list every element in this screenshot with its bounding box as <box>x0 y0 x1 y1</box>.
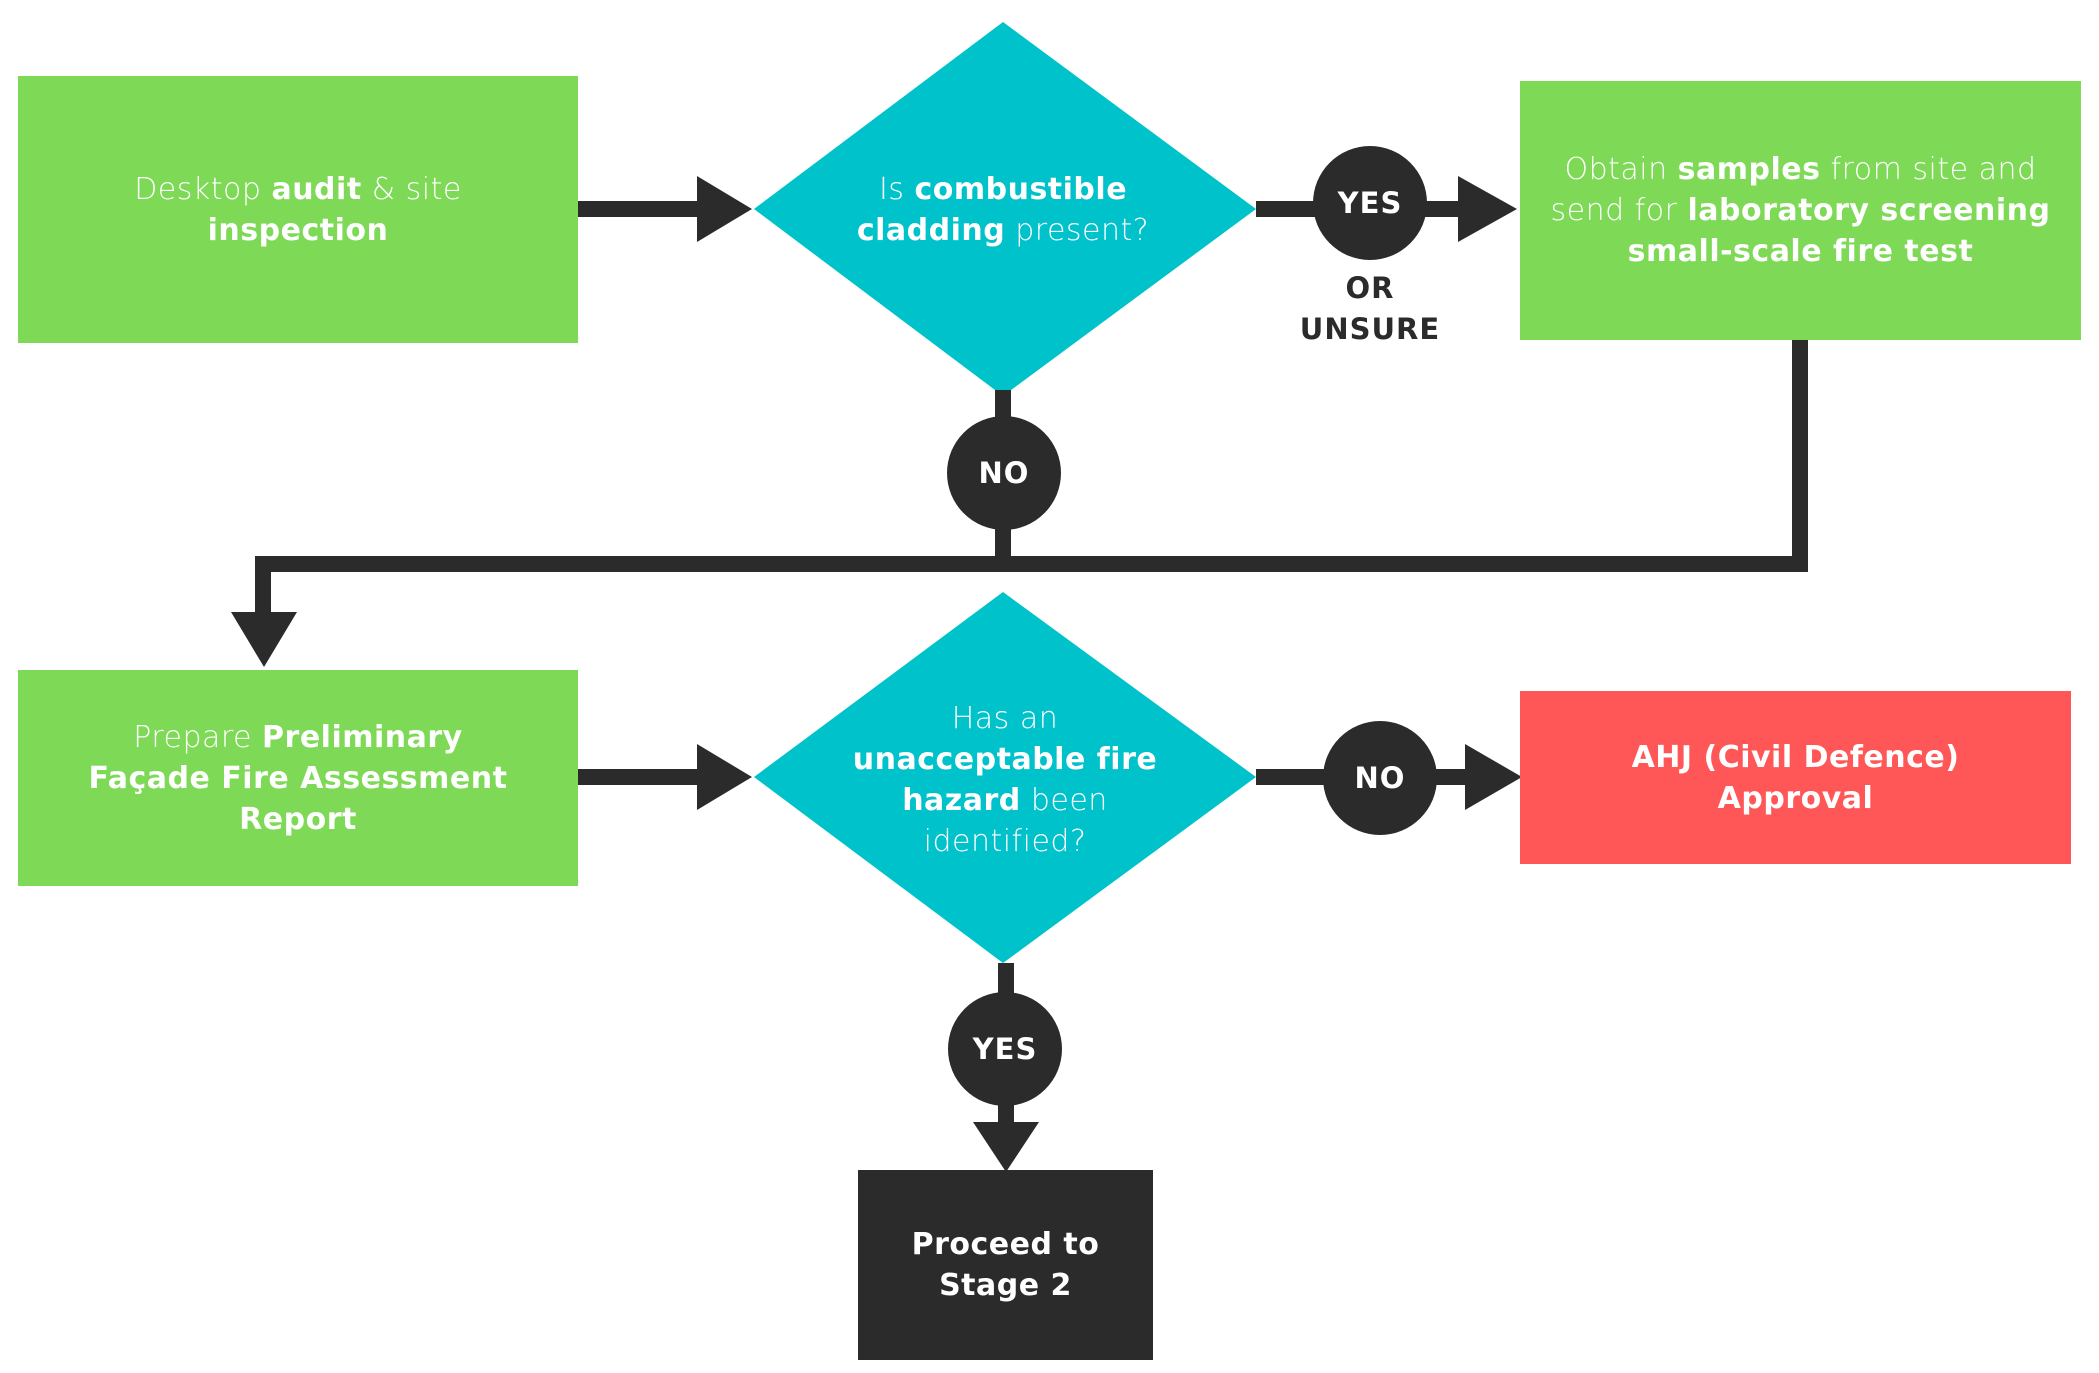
prepare-report-text-1: Prepare <box>133 719 263 755</box>
or-unsure-line-2: UNSURE <box>1299 312 1441 346</box>
hazard-question-text-1: Has an <box>951 701 1059 736</box>
hazard-question-text-2: unacceptable fire hazard <box>852 742 1158 818</box>
prepare-report-text-2: Preliminary Façade Fire Assessment Repor… <box>88 719 508 837</box>
cladding-decision-diamond <box>754 22 1256 396</box>
arrowhead-hazard-to-stage2 <box>973 1122 1039 1172</box>
yes-bottom-badge: YES <box>948 992 1062 1106</box>
prepare-report-text: Prepare Preliminary Façade Fire Assessme… <box>68 717 528 840</box>
desktop-audit-text-2: audit <box>271 171 362 207</box>
cladding-question-text-2: combustible cladding <box>856 172 1128 248</box>
ahj-approval-text: AHJ (Civil Defence) Approval <box>1631 739 1960 816</box>
proceed-stage2-text: Proceed to Stage 2 <box>911 1227 1100 1303</box>
arrowhead-report-to-hazard <box>697 744 752 810</box>
or-unsure-line-1: OR <box>1345 271 1395 305</box>
hazard-question-text: Has an unacceptable fire hazard been ide… <box>850 690 1160 870</box>
desktop-audit-box: Desktop audit & site inspection <box>18 76 578 343</box>
arrowhead-loop-to-report <box>231 612 297 667</box>
arrowhead-hazard-to-ahj <box>1465 744 1522 810</box>
desktop-audit-text-4: inspection <box>207 212 389 248</box>
arrowhead-audit-to-cladding <box>697 176 752 242</box>
cladding-question-text-1: Is <box>878 172 915 207</box>
obtain-samples-text: Obtain samples from site and send for la… <box>1548 149 2053 272</box>
or-unsure-label: OR UNSURE <box>1270 268 1470 350</box>
desktop-audit-text: Desktop audit & site inspection <box>134 169 462 251</box>
desktop-audit-text-3: & site <box>361 171 462 207</box>
obtain-samples-text-3: from site and send for <box>1550 152 2037 228</box>
prepare-report-box: Prepare Preliminary Façade Fire Assessme… <box>18 670 578 886</box>
yes-top-badge: YES <box>1313 146 1427 260</box>
obtain-samples-box: Obtain samples from site and send for la… <box>1520 81 2081 340</box>
hazard-decision-diamond <box>754 592 1256 963</box>
desktop-audit-text-1: Desktop <box>134 171 272 207</box>
samples-return-line <box>255 340 1808 614</box>
cladding-question-text: Is combustible cladding present? <box>840 150 1166 270</box>
ahj-approval-box: AHJ (Civil Defence) Approval <box>1520 691 2071 864</box>
cladding-question-text-3: present? <box>1005 213 1150 248</box>
no-top-badge: NO <box>947 416 1061 530</box>
obtain-samples-text-2: samples <box>1677 152 1821 187</box>
no-right-badge: NO <box>1323 721 1437 835</box>
proceed-stage2-box: Proceed to Stage 2 <box>858 1170 1153 1360</box>
arrowhead-cladding-to-samples <box>1458 176 1517 242</box>
obtain-samples-text-1: Obtain <box>1564 152 1678 187</box>
obtain-samples-text-4: laboratory screening small-scale fire te… <box>1627 193 2051 269</box>
hazard-question-text-3: been identified? <box>923 783 1108 859</box>
